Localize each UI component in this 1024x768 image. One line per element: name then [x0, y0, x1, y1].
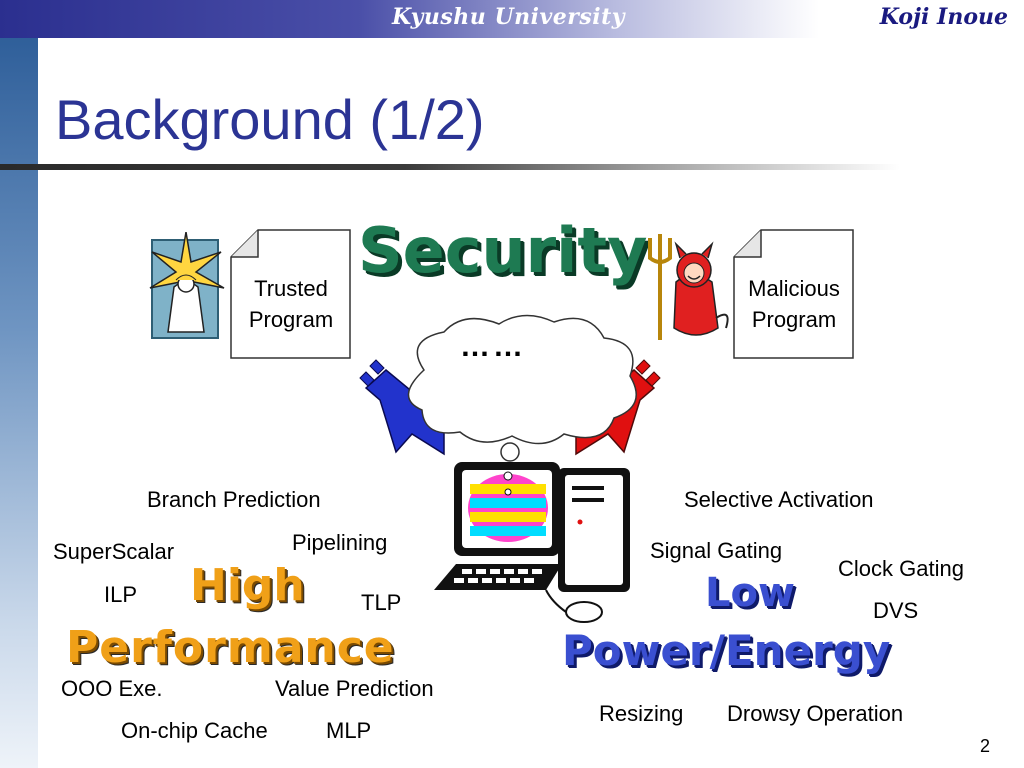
term-selective-activation: Selective Activation: [684, 487, 874, 512]
term-branch-prediction: Branch Prediction: [147, 487, 321, 512]
trusted-label-line2: Program: [248, 307, 334, 332]
term-value-prediction: Value Prediction: [275, 676, 434, 701]
university-name: Kyushu University: [392, 4, 626, 30]
term-ilp: ILP: [104, 582, 138, 607]
devil-icon: [648, 234, 729, 340]
low-heading: Low: [705, 570, 795, 616]
computer-icon: [434, 462, 630, 623]
term-pipelining: Pipelining: [292, 530, 388, 555]
page-number: 2: [979, 736, 990, 756]
header-bar: Kyushu University Koji Inoue: [0, 0, 1024, 38]
author-name: Koji Inoue: [879, 4, 1008, 30]
power-energy-heading: Power/Energy: [562, 626, 891, 675]
term-drowsy-operation: Drowsy Operation: [727, 701, 904, 726]
term-dvs: DVS: [873, 598, 919, 623]
malicious-label-line1: Malicious: [748, 276, 840, 301]
term-resizing: Resizing: [599, 701, 684, 726]
malicious-label-line2: Program: [751, 307, 837, 332]
term-mlp: MLP: [326, 718, 372, 743]
malicious-document-icon: [733, 229, 854, 359]
trusted-program-label: Trusted Program: [231, 273, 351, 335]
high-heading: High: [190, 560, 305, 611]
trusted-label-line1: Trusted: [254, 276, 328, 301]
thought-dots: ……: [460, 330, 526, 363]
term-superscalar: SuperScalar: [53, 539, 175, 564]
performance-heading: Performance: [66, 622, 395, 673]
term-tlp: TLP: [361, 590, 402, 615]
term-ooo-exe: OOO Exe.: [61, 676, 163, 701]
term-on-chip-cache: On-chip Cache: [121, 718, 268, 743]
slide-title: Background (1/2): [55, 88, 485, 151]
title-underline: [0, 164, 900, 170]
security-heading: Security: [358, 214, 648, 287]
trusted-document-icon: [230, 229, 351, 359]
blue-arrow-icon: [359, 359, 445, 456]
malicious-program-label: Malicious Program: [734, 273, 854, 335]
term-clock-gating: Clock Gating: [838, 556, 964, 581]
thought-cloud-icon: [407, 314, 637, 462]
term-signal-gating: Signal Gating: [650, 538, 783, 563]
angel-icon: [149, 232, 225, 339]
left-accent-bar: [0, 38, 38, 768]
